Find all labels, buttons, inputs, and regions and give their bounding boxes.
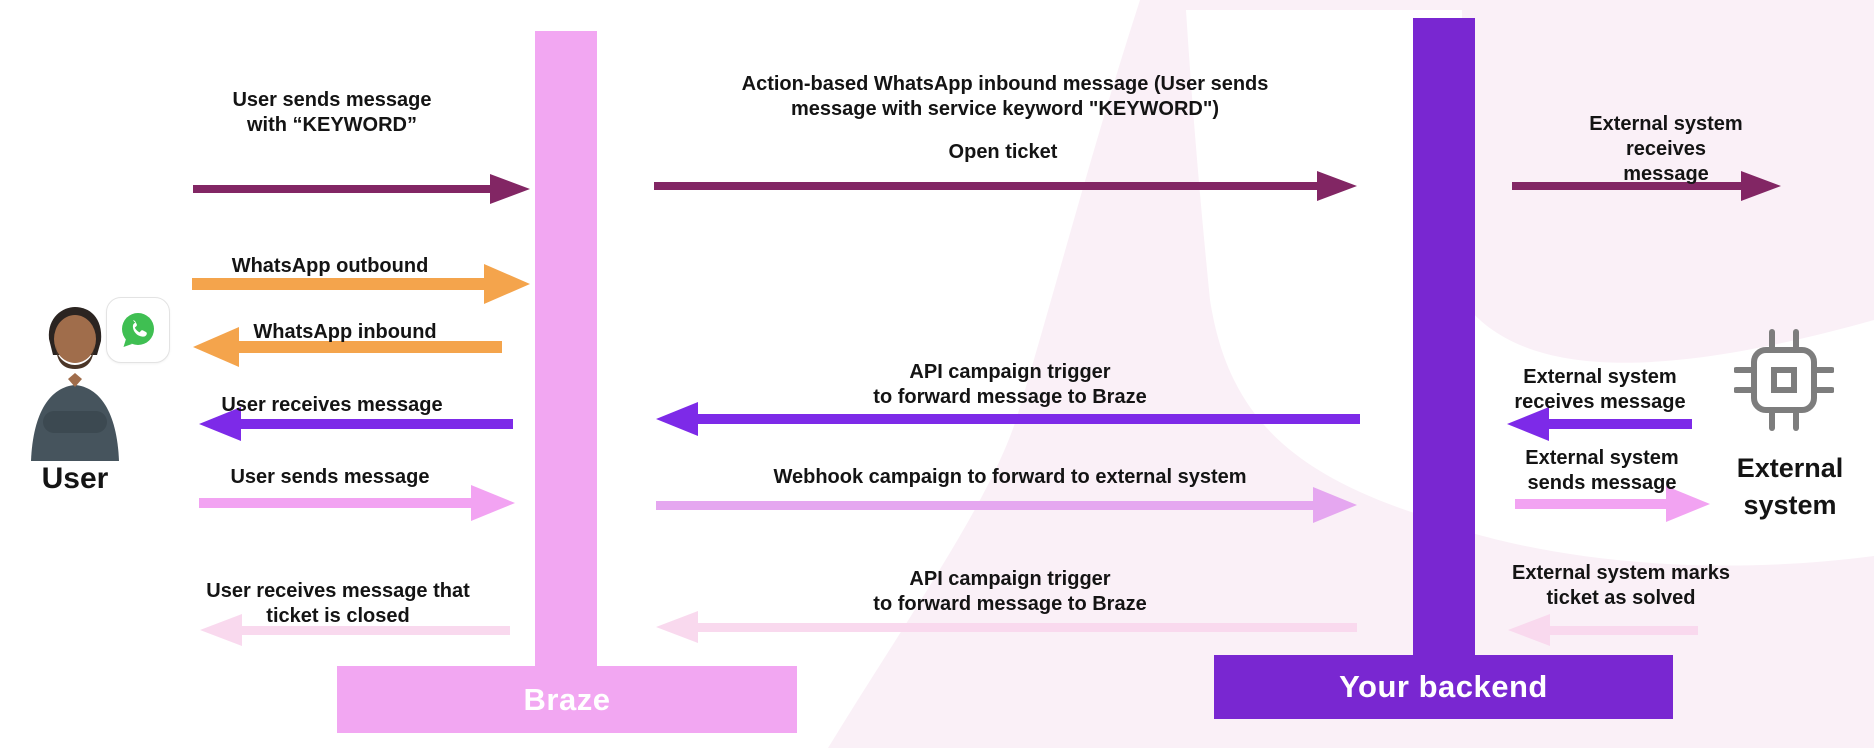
arrow-action-based-inbound — [654, 171, 1357, 201]
arrowhead — [200, 614, 242, 646]
braze-base-bar: Braze — [337, 666, 797, 733]
backend-lifeline-bar — [1413, 18, 1475, 655]
arrow-external-receives-2 — [1507, 407, 1692, 441]
arrow-external-marks-solved — [1508, 614, 1698, 646]
flow-label-ticket-closed: User receives message that ticket is clo… — [206, 580, 470, 627]
arrow-whatsapp-outbound — [192, 264, 530, 304]
arrowhead — [1666, 486, 1710, 522]
arrow-whatsapp-inbound — [193, 327, 502, 367]
arrow-user-sends-keyword — [193, 174, 530, 204]
arrowhead — [193, 327, 239, 367]
backend-label: Your backend — [1339, 669, 1548, 704]
whatsapp-glyph — [122, 313, 154, 347]
arrowhead — [484, 264, 530, 304]
arrowhead — [1313, 487, 1357, 523]
braze-lifeline-bar — [535, 31, 597, 666]
arrow-webhook-campaign — [656, 487, 1357, 523]
flow-label-external-receives-1: External system receives message — [1589, 113, 1743, 185]
flow-label-external-sends: External system sends message — [1525, 447, 1679, 494]
user-entity-label: User — [41, 462, 109, 495]
arrowhead — [471, 485, 515, 521]
arrow-user-sends-message — [199, 485, 515, 521]
arrow-api-trigger-1 — [656, 402, 1360, 436]
arrowhead — [1507, 407, 1549, 441]
flow-label-external-receives-2: External system receives message — [1514, 366, 1686, 413]
flow-label-user-receives-message: User receives message — [221, 394, 443, 416]
flow-label-open-ticket: Open ticket — [948, 141, 1058, 163]
arrowhead — [656, 611, 698, 643]
arrow-external-receives-1 — [1512, 171, 1781, 201]
arrowhead — [1508, 614, 1550, 646]
flow-label-webhook-campaign: Webhook campaign to forward to external … — [773, 466, 1247, 488]
flow-label-api-trigger-2: API campaign trigger to forward message … — [873, 568, 1147, 615]
arrowhead — [656, 402, 698, 436]
flow-label-action-based-inbound: Action-based WhatsApp inbound message (U… — [741, 73, 1269, 120]
flow-label-user-sends-message: User sends message — [230, 466, 430, 488]
flow-label-whatsapp-inbound: WhatsApp inbound — [253, 321, 437, 343]
braze-label: Braze — [523, 681, 611, 717]
arrowhead — [199, 407, 241, 441]
arrow-user-receives-message — [199, 407, 513, 441]
flow-label-whatsapp-outbound: WhatsApp outbound — [231, 255, 429, 277]
flow-label-external-marks-solved: External system marks ticket as solved — [1512, 562, 1730, 609]
arrow-external-sends — [1515, 486, 1710, 522]
whatsapp-icon — [106, 297, 170, 363]
arrow-ticket-closed — [200, 614, 510, 646]
external-entity-label: External system — [1736, 453, 1844, 520]
arrowhead — [1741, 171, 1781, 201]
arrowhead — [1317, 171, 1357, 201]
backend-base-bar: Your backend — [1214, 655, 1673, 719]
flow-label-user-sends-keyword: User sends message with “KEYWORD” — [232, 89, 432, 136]
arrowhead — [490, 174, 530, 204]
arrow-api-trigger-2 — [656, 611, 1357, 643]
external-system-icon — [1734, 329, 1834, 431]
flow-label-api-trigger-1: API campaign trigger to forward message … — [873, 361, 1147, 408]
user-avatar — [31, 307, 119, 461]
